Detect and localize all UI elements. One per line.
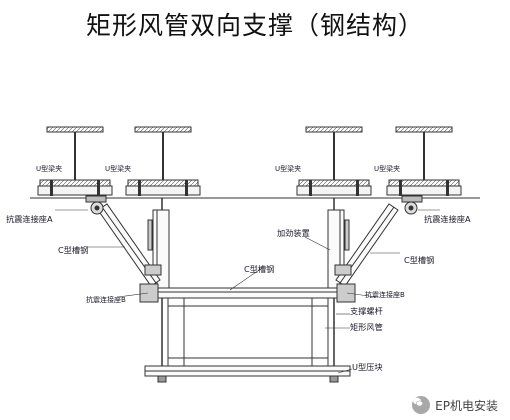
watermark: EP机电安装 [412, 396, 498, 414]
label-c-channel-left: C型槽钢 [58, 245, 88, 255]
steel-beam-3 [298, 126, 370, 187]
horizontal-c-channel [139, 283, 356, 303]
label-u-clamp: U型压块 [352, 362, 383, 372]
steel-beam-4 [388, 126, 460, 187]
bottom-u-clamp [144, 365, 351, 383]
label-c-channel-center: C型槽钢 [244, 264, 274, 274]
leader-lines [55, 209, 440, 374]
diagram-title: 矩形风管双向支撑（钢结构） [85, 11, 424, 40]
label-seismic-connector-b-left: 抗震连接座B [86, 295, 126, 304]
beam-clamps [37, 180, 462, 196]
seismic-connectors-a [85, 195, 423, 215]
steel-beam-2 [127, 126, 199, 187]
label-seismic-connector-a-left: 抗震连接座A [6, 214, 53, 224]
label-reinforcement-device: 加劲装置 [277, 228, 310, 238]
steel-beam-1 [39, 126, 111, 187]
rect-duct [167, 297, 329, 367]
label-beam-clamp-2: U型梁夹 [105, 164, 131, 173]
label-seismic-connector-a-right: 抗震连接座A [424, 214, 471, 224]
label-beam-clamp-3: U型梁夹 [275, 164, 301, 173]
label-support-rod: 支撑螺杆 [350, 306, 383, 316]
wechat-icon [412, 396, 431, 414]
reinforcement-devices [144, 219, 352, 276]
label-beam-clamp-1: U型梁夹 [36, 164, 62, 173]
label-beam-clamp-4: U型梁夹 [374, 164, 400, 173]
vertical-c-channels [152, 209, 345, 291]
watermark-text: EP机电安装 [435, 398, 498, 413]
label-rect-duct: 矩形风管 [350, 322, 383, 332]
label-seismic-connector-b-right: 抗震连接座B [365, 290, 405, 299]
label-c-channel-right: C型槽钢 [404, 255, 434, 265]
